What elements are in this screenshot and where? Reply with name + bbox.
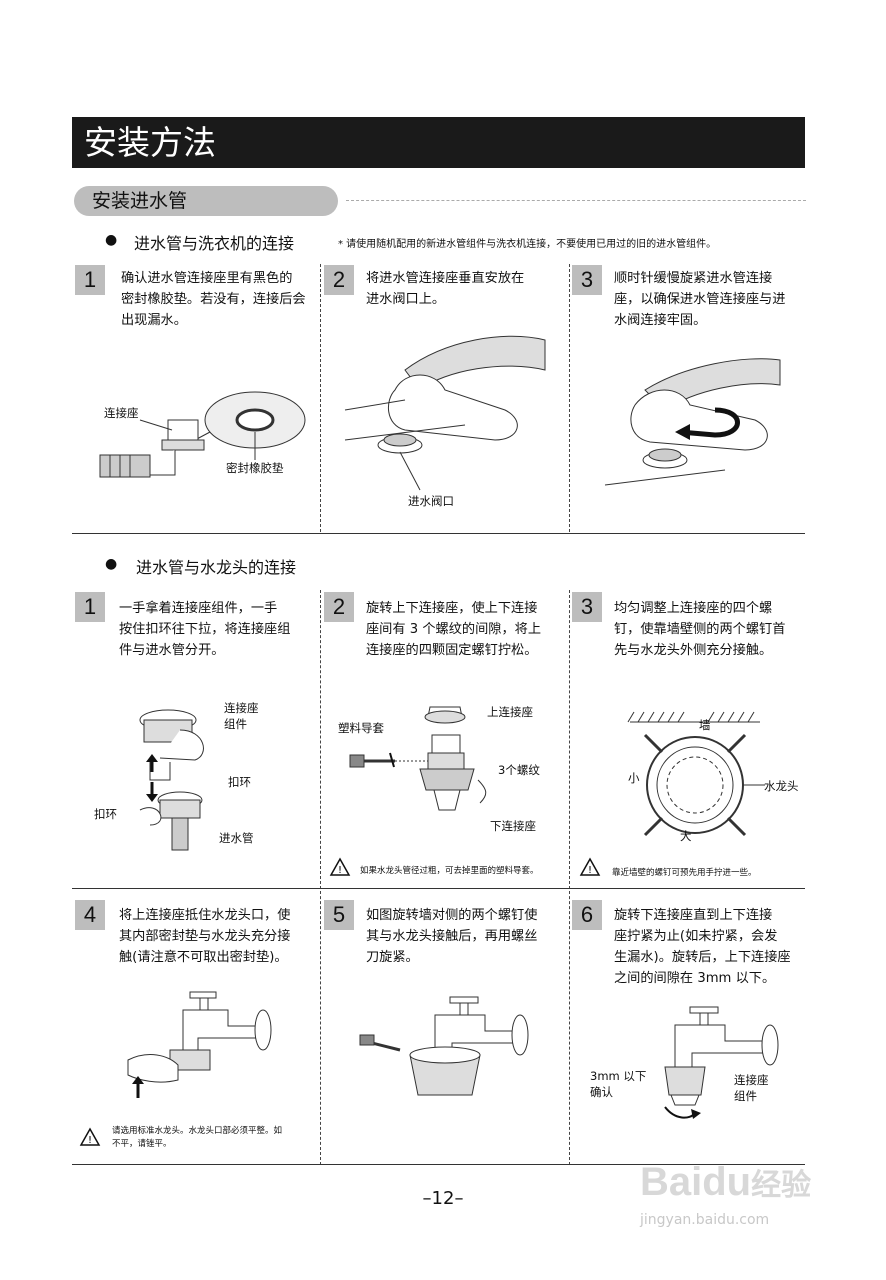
loosen-screws-illustration [349, 706, 487, 811]
hand-valve-illustration [344, 335, 546, 491]
svg-text:!: ! [588, 865, 592, 876]
part1-note: * 请使用随机配用的新进水管组件与洗衣机连接，不要使用已用过的旧的进水管组件。 [338, 239, 717, 250]
label-connector-assembly: 连接座组件 [224, 701, 259, 731]
step-number: 3 [572, 265, 602, 295]
step-number: 2 [324, 265, 354, 295]
step-number: 3 [572, 592, 602, 622]
step-number: 1 [75, 592, 105, 622]
step-text: 一手拿着连接座组件，一手按住扣环往下拉，将连接座组件与进水管分开。 [119, 601, 291, 658]
faucet-screwdriver-illustration [359, 996, 529, 1096]
caution-text: 请选用标准水龙头。水龙头口部必须平整。如不平，请锉平。 [112, 1126, 283, 1149]
step-text: 均匀调整上连接座的四个螺钉，使靠墙壁侧的两个螺钉首先与水龙头外侧充分接触。 [614, 601, 786, 658]
label-upper-connector: 上连接座 [487, 705, 533, 719]
label-inlet-pipe: 进水管 [219, 831, 254, 845]
label-lower-connector: 下连接座 [490, 819, 536, 833]
label-connector: 连接座 [104, 406, 139, 420]
bullet-icon: ● [105, 556, 118, 572]
svg-text:!: ! [88, 1135, 92, 1146]
label-small: 小 [628, 771, 640, 785]
step-text: 确认进水管连接座里有黑色的密封橡胶垫。若没有，连接后会出现漏水。 [121, 271, 306, 328]
row-divider [72, 533, 805, 534]
step-text: 顺时针缓慢旋紧进水管连接座，以确保进水管连接座与进水阀连接牢固。 [614, 271, 786, 328]
faucet-screws-topview-illustration [627, 711, 765, 837]
column-divider [320, 264, 321, 532]
warning-icon: ! [79, 1127, 101, 1146]
connector-seal-illustration [99, 391, 306, 478]
step-number: 1 [75, 265, 105, 295]
label-buckle: 扣环 [94, 807, 117, 821]
part1-heading: 进水管与洗衣机的连接 [134, 234, 295, 253]
faucet-press-illustration [127, 991, 272, 1098]
page-title: 安装方法 [72, 117, 805, 168]
label-buckle: 扣环 [228, 775, 251, 789]
label-gap: 3mm 以下确认 [590, 1069, 647, 1099]
detach-connector-illustration [139, 709, 204, 851]
step-text: 将上连接座抵住水龙头口，使其内部密封垫与水龙头充分接触(请注意不可取出密封垫)。 [119, 908, 291, 965]
watermark-logo: Baidu经验 [640, 1160, 812, 1204]
step-number: 6 [572, 900, 602, 930]
step-number: 4 [75, 900, 105, 930]
page-number: –12– [422, 1188, 464, 1209]
step-text: 旋转下连接座直到上下连接座拧紧为止(如未拧紧，会发生漏水)。旋转后，上下连接座之… [614, 908, 791, 986]
caution-text: 靠近墙壁的螺钉可预先用手拧进一些。 [612, 868, 757, 878]
column-divider [320, 590, 321, 1165]
caution-text: 如果水龙头管径过粗，可去掉里面的塑料导套。 [360, 866, 539, 876]
warning-icon: ! [329, 857, 351, 876]
label-valve: 进水阀口 [408, 494, 454, 508]
step-text: 将进水管连接座垂直安放在进水阀口上。 [366, 271, 525, 307]
label-large: 大 [680, 829, 692, 843]
label-three-threads: 3个螺纹 [498, 763, 540, 777]
label-assembly: 连接座组件 [734, 1073, 769, 1103]
svg-text:!: ! [338, 865, 342, 876]
step-text: 旋转上下连接座，使上下连接座间有 3 个螺纹的间隙，将上连接座的四颗固定螺钉拧松… [366, 601, 542, 658]
step-text: 如图旋转墙对侧的两个螺钉使其与水龙头接触后，再用螺丝刀旋紧。 [366, 908, 538, 965]
label-plastic-sleeve: 塑料导套 [338, 721, 384, 735]
faucet-tighten-illustration [664, 1006, 779, 1119]
warning-icon: ! [579, 857, 601, 876]
section-title: 安装进水管 [74, 186, 338, 216]
bullet-icon: ● [105, 232, 118, 248]
step-number: 5 [324, 900, 354, 930]
row-divider [72, 1164, 805, 1165]
column-divider [569, 590, 570, 1165]
section-divider [346, 200, 806, 201]
rotate-connector-illustration [604, 358, 781, 486]
label-wall: 墙 [699, 718, 711, 732]
label-faucet: 水龙头 [764, 779, 799, 793]
part2-heading: 进水管与水龙头的连接 [136, 558, 297, 577]
watermark-url: jingyan.baidu.com [640, 1212, 770, 1228]
column-divider [569, 264, 570, 532]
step-number: 2 [324, 592, 354, 622]
row-divider [72, 888, 805, 889]
label-seal: 密封橡胶垫 [226, 461, 284, 475]
